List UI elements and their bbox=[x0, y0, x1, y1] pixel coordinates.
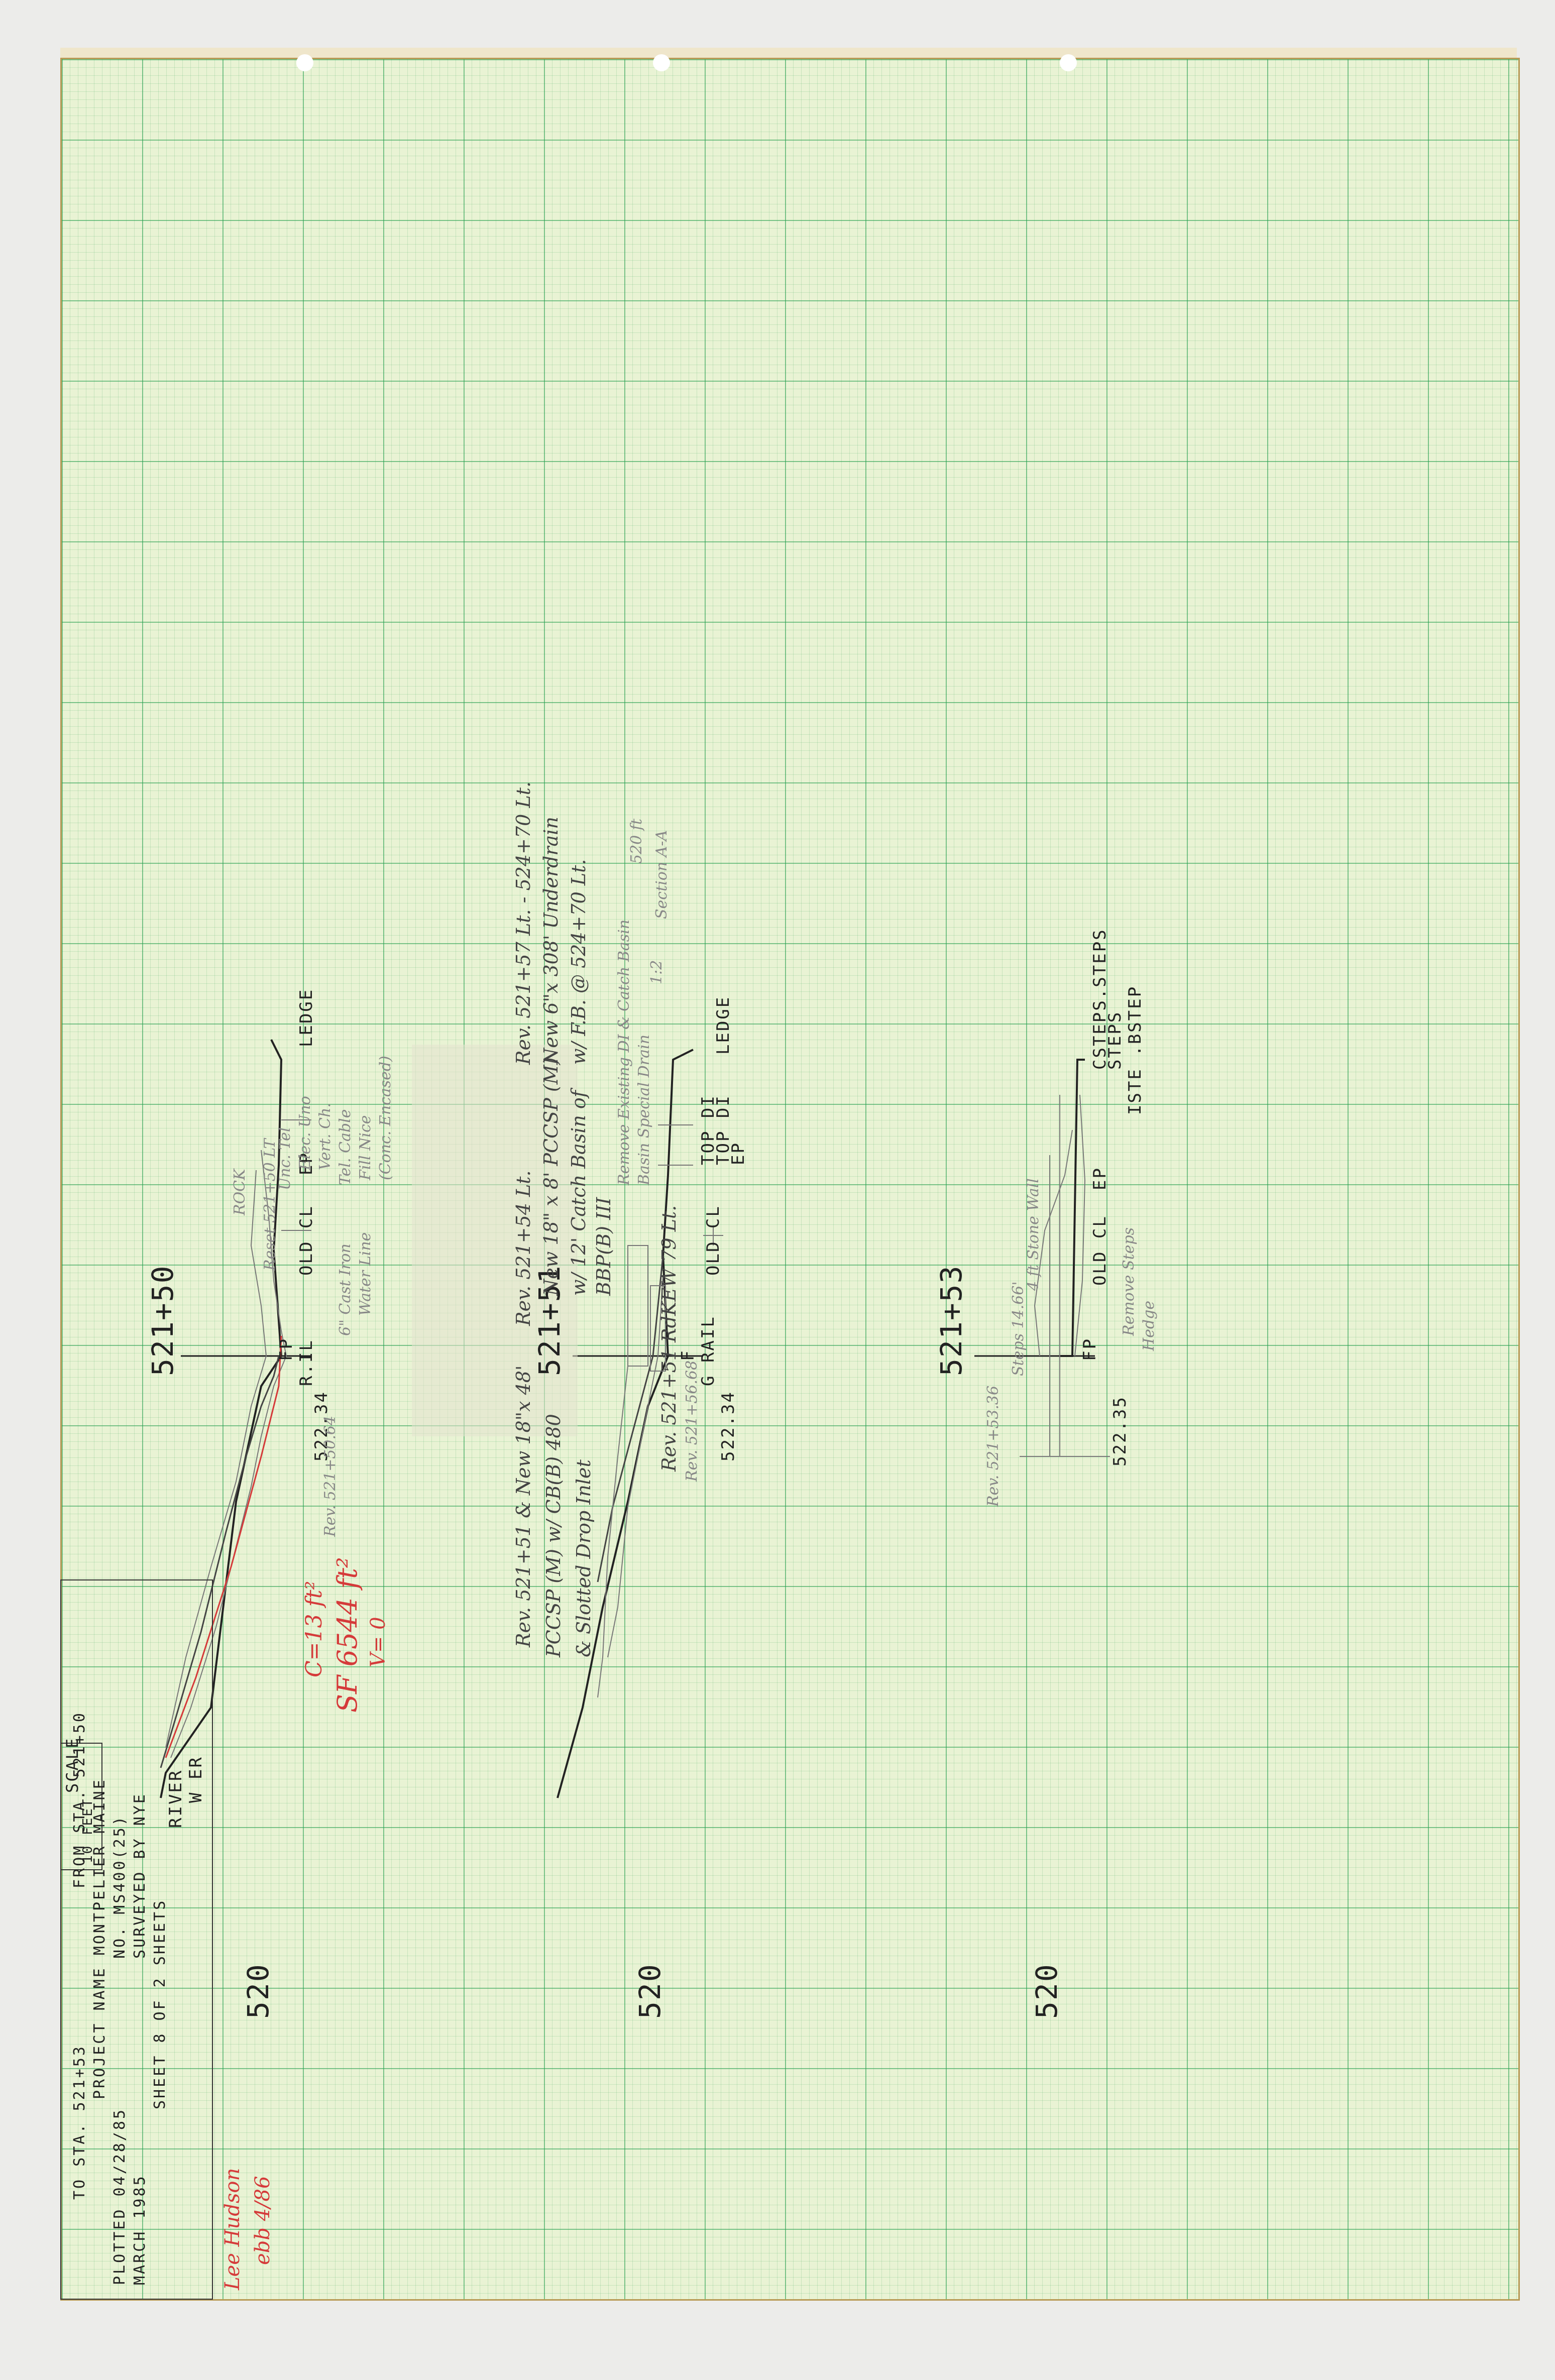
note-steps-dim: Steps 14.66' bbox=[1010, 1281, 1027, 1376]
ep-label: EP bbox=[728, 1142, 748, 1165]
red-note-c: C=13 ft² bbox=[301, 1580, 327, 1677]
red-note-sf: SF 6544 ft² bbox=[331, 1557, 363, 1713]
note-water-line: Water Line bbox=[357, 1232, 374, 1316]
title-block bbox=[60, 1579, 213, 2300]
punch-hole bbox=[653, 54, 670, 71]
section-521-50-red bbox=[165, 1335, 282, 1758]
iste-label: ISTE .BSTEP bbox=[1125, 985, 1145, 1115]
note-remove-steps: Remove Steps bbox=[1120, 1227, 1138, 1336]
proposed-line-521-50 bbox=[160, 1355, 280, 1768]
plotted-date: PLOTTED 04/28/85 bbox=[111, 2108, 129, 2285]
section-521-51-culvert bbox=[412, 1045, 578, 1436]
note-scale-ratio: 1:2 bbox=[648, 960, 665, 984]
old-cl-label: OLD CL bbox=[1090, 1215, 1110, 1286]
elevation-note: 522.35 bbox=[1110, 1396, 1130, 1466]
elevation-520-label: 520 bbox=[1030, 1963, 1064, 2019]
punch-hole bbox=[296, 54, 313, 71]
ledge-label: LEDGE bbox=[296, 988, 316, 1047]
project-name: PROJECT NAME MONTPELIER MAINE bbox=[91, 1778, 108, 2099]
rail-label: R.IL bbox=[296, 1339, 316, 1386]
note-elec-uno: Elec. Uno bbox=[296, 1096, 314, 1170]
from-station: FROM STA. 521+50 bbox=[71, 1711, 88, 1888]
section-aa-label: Section A-A bbox=[653, 830, 671, 919]
punch-hole bbox=[1060, 54, 1077, 71]
section-521-53-pencil bbox=[1020, 1094, 1110, 1457]
elevation-520-label: 520 bbox=[241, 1963, 275, 2019]
note-bbp: BBP(B) III bbox=[593, 1197, 615, 1296]
section-521-51-linework bbox=[557, 1049, 703, 1798]
note-stone-wall: 4 ft Stone Wall bbox=[1025, 1178, 1042, 1291]
note-rev-521-57: Rev. 521+57 Lt. - 524+70 Lt. bbox=[512, 781, 534, 1065]
ground-line-521-51 bbox=[557, 1049, 694, 1798]
surveyed-by: SURVEYED BY NYE bbox=[131, 1792, 149, 1959]
note-new-pccsp: New 18" x 8' PCCSP (M) bbox=[540, 1057, 562, 1296]
note-unc-tel: Unc. Tel bbox=[276, 1127, 294, 1190]
note-rdkew: Rev. 521+51 RdKEW 79 Lt. bbox=[658, 1205, 680, 1471]
note-fb: w/ F.B. @ 524+70 Lt. bbox=[568, 859, 590, 1065]
f-label: F bbox=[678, 1349, 698, 1361]
note-rev-521-53: Rev. 521+53.36 bbox=[984, 1385, 1002, 1507]
survey-date: MARCH 1985 bbox=[131, 2174, 149, 2285]
note-remove-existing: Remove Existing DI & Catch Basin bbox=[615, 919, 633, 1185]
note-rev-521-51: Rev. 521+51 & New 18"x 48' bbox=[512, 1365, 534, 1647]
station-label-521-53: 521+53 bbox=[934, 1265, 968, 1376]
elevation-note: 522.34 bbox=[718, 1391, 738, 1461]
ground-line-521-53 bbox=[1060, 1059, 1085, 1357]
steps-label: STEPS bbox=[1105, 1010, 1125, 1070]
section-521-51-pencil bbox=[597, 1124, 723, 1698]
g-rail-label: G RAIL bbox=[698, 1315, 718, 1386]
old-cl-label: OLD CL bbox=[296, 1205, 316, 1276]
note-new-underdrain: New 6"x 308' Underdrain bbox=[540, 817, 562, 1065]
note-rev-521-56: Rev. 521+56.68 bbox=[683, 1360, 701, 1482]
red-note-v: V= 0 bbox=[367, 1617, 390, 1667]
note-520: 520 ft bbox=[628, 819, 645, 864]
note-vert-ch: Vert. Ch. bbox=[316, 1103, 334, 1170]
note-fill: Fill Nice bbox=[357, 1115, 374, 1180]
signature-2: ebb 4/86 bbox=[251, 2176, 274, 2265]
note-catch-basin: w/ 12' Catch Basin of bbox=[568, 1090, 590, 1296]
fp-label: FP bbox=[1080, 1337, 1100, 1361]
fp-label: FP bbox=[276, 1337, 296, 1361]
project-no: NO. MS400(25) bbox=[111, 1815, 129, 1959]
section-521-50-pencil bbox=[165, 1119, 311, 1758]
note-tel-cable: Tel. Cable bbox=[337, 1109, 354, 1186]
note-cast-iron: 6" Cast Iron bbox=[337, 1243, 354, 1336]
ledge-label: LEDGE bbox=[713, 995, 733, 1055]
station-label-521-50: 521+50 bbox=[146, 1265, 180, 1376]
old-cl-label: OLD CL bbox=[703, 1205, 723, 1276]
note-ref-521-50: Rev. 521+50.64 bbox=[321, 1415, 339, 1537]
note-rev-521-54: Rev. 521+54 Lt. bbox=[512, 1170, 534, 1326]
graph-paper-sheet bbox=[60, 58, 1520, 2301]
signature-1: Lee Hudson bbox=[221, 2168, 244, 2290]
section-521-50-linework bbox=[160, 1039, 311, 1798]
note-conc-encased: (Conc. Encased) bbox=[377, 1056, 394, 1180]
to-station: TO STA. 521+53 bbox=[71, 2045, 88, 2200]
note-hedge: Hedge bbox=[1140, 1300, 1158, 1351]
note-pccsp-cb: PCCSP (M) w/ CB(B) 480 bbox=[542, 1414, 565, 1657]
ground-line-521-50 bbox=[160, 1039, 283, 1798]
note-rock: ROCK bbox=[231, 1169, 249, 1215]
sheet-number: SHEET 8 OF 2 SHEETS bbox=[151, 1898, 169, 2109]
note-basin-special: Basin Special Drain bbox=[635, 1035, 653, 1185]
ep-label: EP bbox=[1090, 1167, 1110, 1190]
note-slotted-drop-inlet: & Slotted Drop Inlet bbox=[573, 1459, 595, 1657]
elevation-520-label: 520 bbox=[633, 1963, 667, 2019]
